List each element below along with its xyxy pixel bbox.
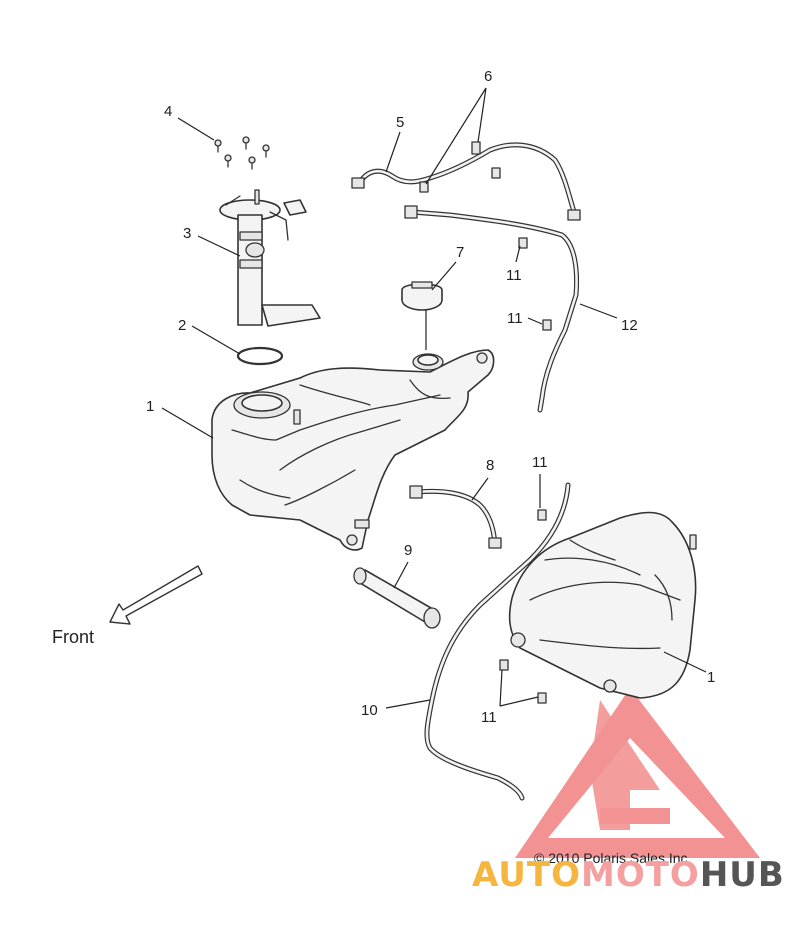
callout-9: 9 bbox=[404, 542, 412, 559]
callout-11-b: 11 bbox=[507, 310, 523, 327]
callout-11-d: 11 bbox=[481, 709, 497, 726]
watermark-text-hub: HUB bbox=[700, 855, 785, 895]
fuel-line bbox=[351, 142, 581, 221]
callout-6: 6 bbox=[484, 68, 492, 85]
fuel-tank-upper bbox=[211, 349, 495, 551]
o-ring bbox=[236, 346, 284, 366]
fuel-pump-assembly bbox=[219, 189, 321, 327]
vent-clips bbox=[499, 237, 552, 704]
fitting-tube bbox=[353, 567, 441, 629]
fill-hose bbox=[409, 485, 502, 549]
leader-lines bbox=[161, 87, 707, 709]
watermark-text-moto: MOTO bbox=[581, 855, 700, 895]
callout-1-lower: 1 bbox=[707, 669, 715, 686]
watermark-logo bbox=[515, 688, 760, 858]
copyright-text: © 2010 Polaris Sales Inc. bbox=[534, 850, 691, 866]
callout-2: 2 bbox=[178, 317, 186, 334]
front-label: Front bbox=[52, 627, 94, 647]
callout-5: 5 bbox=[396, 114, 404, 131]
callout-7: 7 bbox=[456, 244, 464, 261]
callout-labels: 1 1 2 3 4 5 6 7 8 9 10 11 11 11 11 12 bbox=[146, 68, 715, 726]
watermark-bar bbox=[600, 808, 670, 824]
watermark-triangle-outer bbox=[515, 688, 760, 858]
screws bbox=[214, 136, 270, 170]
vent-line bbox=[424, 482, 571, 801]
callout-3: 3 bbox=[183, 225, 191, 242]
fuel-cap bbox=[401, 281, 443, 311]
callout-11-a: 11 bbox=[506, 267, 522, 284]
hose-12 bbox=[404, 205, 580, 413]
watermark-text-auto: AUTO bbox=[472, 855, 581, 895]
watermark-triangle-inner bbox=[590, 700, 660, 830]
fuel-tank-lower bbox=[508, 511, 697, 699]
callout-8: 8 bbox=[486, 457, 494, 474]
callout-4: 4 bbox=[164, 103, 172, 120]
callout-1-upper: 1 bbox=[146, 398, 154, 415]
callout-11-c: 11 bbox=[532, 454, 548, 471]
callout-10: 10 bbox=[361, 702, 378, 719]
front-arrow bbox=[109, 565, 203, 625]
watermark-text: AUTOMOTOHUB bbox=[472, 855, 785, 895]
hose-clamps bbox=[419, 141, 501, 193]
callout-12: 12 bbox=[621, 317, 638, 334]
